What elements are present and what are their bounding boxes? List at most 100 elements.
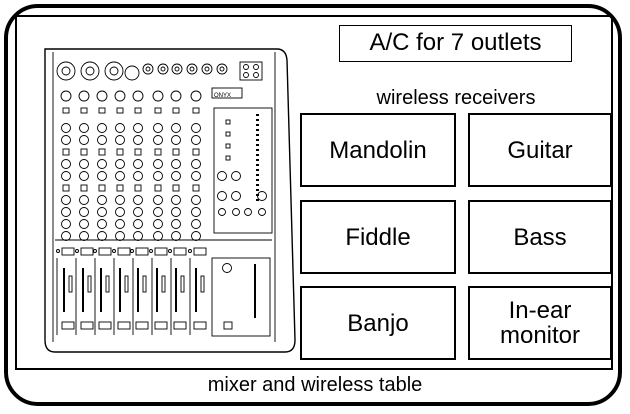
channel-knob-3-9 (97, 231, 107, 241)
channel-knob-6-7 (153, 207, 163, 217)
fader-button-2 (80, 321, 94, 330)
channel-knob-5-0 (133, 123, 143, 133)
channel-switch-2 (80, 107, 88, 114)
table-surface (15, 15, 613, 370)
channel-button-4-2 (116, 148, 124, 156)
channel-knob-8-4 (191, 171, 201, 181)
channel-knob-4-3 (115, 159, 125, 169)
channel-knob-7-8 (171, 219, 181, 229)
channel-button-7-2 (172, 148, 180, 156)
fader-cap-6 (161, 275, 166, 293)
meter-led-6 (256, 139, 259, 141)
gain-knob-8 (190, 90, 202, 102)
channel-knob-8-3 (191, 159, 201, 169)
jack-input-4 (186, 63, 198, 75)
mute-button-2 (80, 247, 94, 256)
mute-button-4 (117, 247, 131, 256)
channel-knob-6-9 (153, 231, 163, 241)
jack-input-1 (142, 63, 154, 75)
fader-button-1 (61, 321, 75, 330)
meter-led-10 (256, 159, 259, 161)
master-button-1 (225, 119, 231, 125)
jack-input-core-6 (219, 66, 225, 72)
meter-led-13 (256, 174, 259, 176)
gain-knob-7 (170, 90, 182, 102)
channel-knob-2-0 (79, 123, 89, 133)
channel-knob-2-7 (79, 207, 89, 217)
usb-port-3 (243, 72, 249, 78)
channel-knob-7-7 (171, 207, 181, 217)
channel-knob-8-9 (191, 231, 201, 241)
brand-badge (211, 87, 243, 99)
channel-knob-1-6 (61, 195, 71, 205)
channel-knob-3-8 (97, 219, 107, 229)
meter-led-14 (256, 179, 259, 181)
channel-knob-8-7 (191, 207, 201, 217)
meter-led-16 (256, 189, 259, 191)
mixer-table-outline (4, 4, 622, 406)
channel-knob-1-7 (61, 207, 71, 217)
xlr-input-1 (56, 61, 76, 81)
fader-cap-3 (105, 275, 110, 293)
gain-knob-6 (152, 90, 164, 102)
channel-knob-8-0 (191, 123, 201, 133)
channel-switch-5 (134, 107, 142, 114)
gain-knob-5 (132, 90, 144, 102)
channel-button-5-2 (134, 148, 142, 156)
fader-button-6 (154, 321, 168, 330)
channel-knob-8-6 (191, 195, 201, 205)
fader-button-3 (98, 321, 112, 330)
master-button-2 (225, 131, 231, 137)
channel-switch-8 (192, 107, 200, 114)
xlr-input-inner-2 (85, 66, 95, 76)
channel-knob-6-8 (153, 219, 163, 229)
channel-knob-8-8 (191, 219, 201, 229)
receiver-bass: Bass (468, 200, 612, 274)
master-small-knob-3 (244, 208, 252, 216)
meter-led-5 (256, 134, 259, 136)
channel-knob-5-3 (133, 159, 143, 169)
channel-knob-2-9 (79, 231, 89, 241)
channel-knob-7-1 (171, 135, 181, 145)
meter-led-9 (256, 154, 259, 156)
jack-input-core-1 (145, 66, 151, 72)
meter-led-18 (256, 199, 259, 201)
fader-cap-1 (68, 275, 73, 293)
usb-port-2 (253, 64, 259, 70)
channel-knob-2-3 (79, 159, 89, 169)
usb-port-1 (243, 64, 249, 70)
fader-cap-5 (142, 275, 147, 293)
mute-led-1 (56, 249, 60, 253)
mute-led-7 (168, 249, 172, 253)
xlr-input-2 (80, 61, 100, 81)
channel-knob-4-1 (115, 135, 125, 145)
channel-knob-3-7 (97, 207, 107, 217)
channel-knob-4-9 (115, 231, 125, 241)
master-button-3 (225, 143, 231, 149)
meter-led-1 (256, 114, 259, 116)
channel-knob-7-9 (171, 231, 181, 241)
jack-input-core-5 (204, 66, 210, 72)
master-knob-5 (257, 191, 267, 201)
channel-knob-6-0 (153, 123, 163, 133)
gain-knob-3 (96, 90, 108, 102)
master-knob-1 (217, 171, 227, 181)
mute-button-6 (154, 247, 168, 256)
receiver-banjo: Banjo (300, 286, 456, 360)
channel-knob-1-1 (61, 135, 71, 145)
mute-led-6 (149, 249, 153, 253)
receiver-fiddle: Fiddle (300, 200, 456, 274)
brand-text: ONYX (214, 93, 231, 99)
channel-knob-5-6 (133, 195, 143, 205)
channel-knob-5-1 (133, 135, 143, 145)
mute-button-1 (61, 247, 75, 256)
gain-knob-4 (114, 90, 126, 102)
mute-led-2 (75, 249, 79, 253)
fader-button-8 (193, 321, 207, 330)
channel-knob-4-0 (115, 123, 125, 133)
meter-led-4 (256, 129, 259, 131)
channel-knob-7-0 (171, 123, 181, 133)
channel-button-3-2 (98, 148, 106, 156)
jack-input-core-3 (174, 66, 180, 72)
mute-led-4 (112, 249, 116, 253)
